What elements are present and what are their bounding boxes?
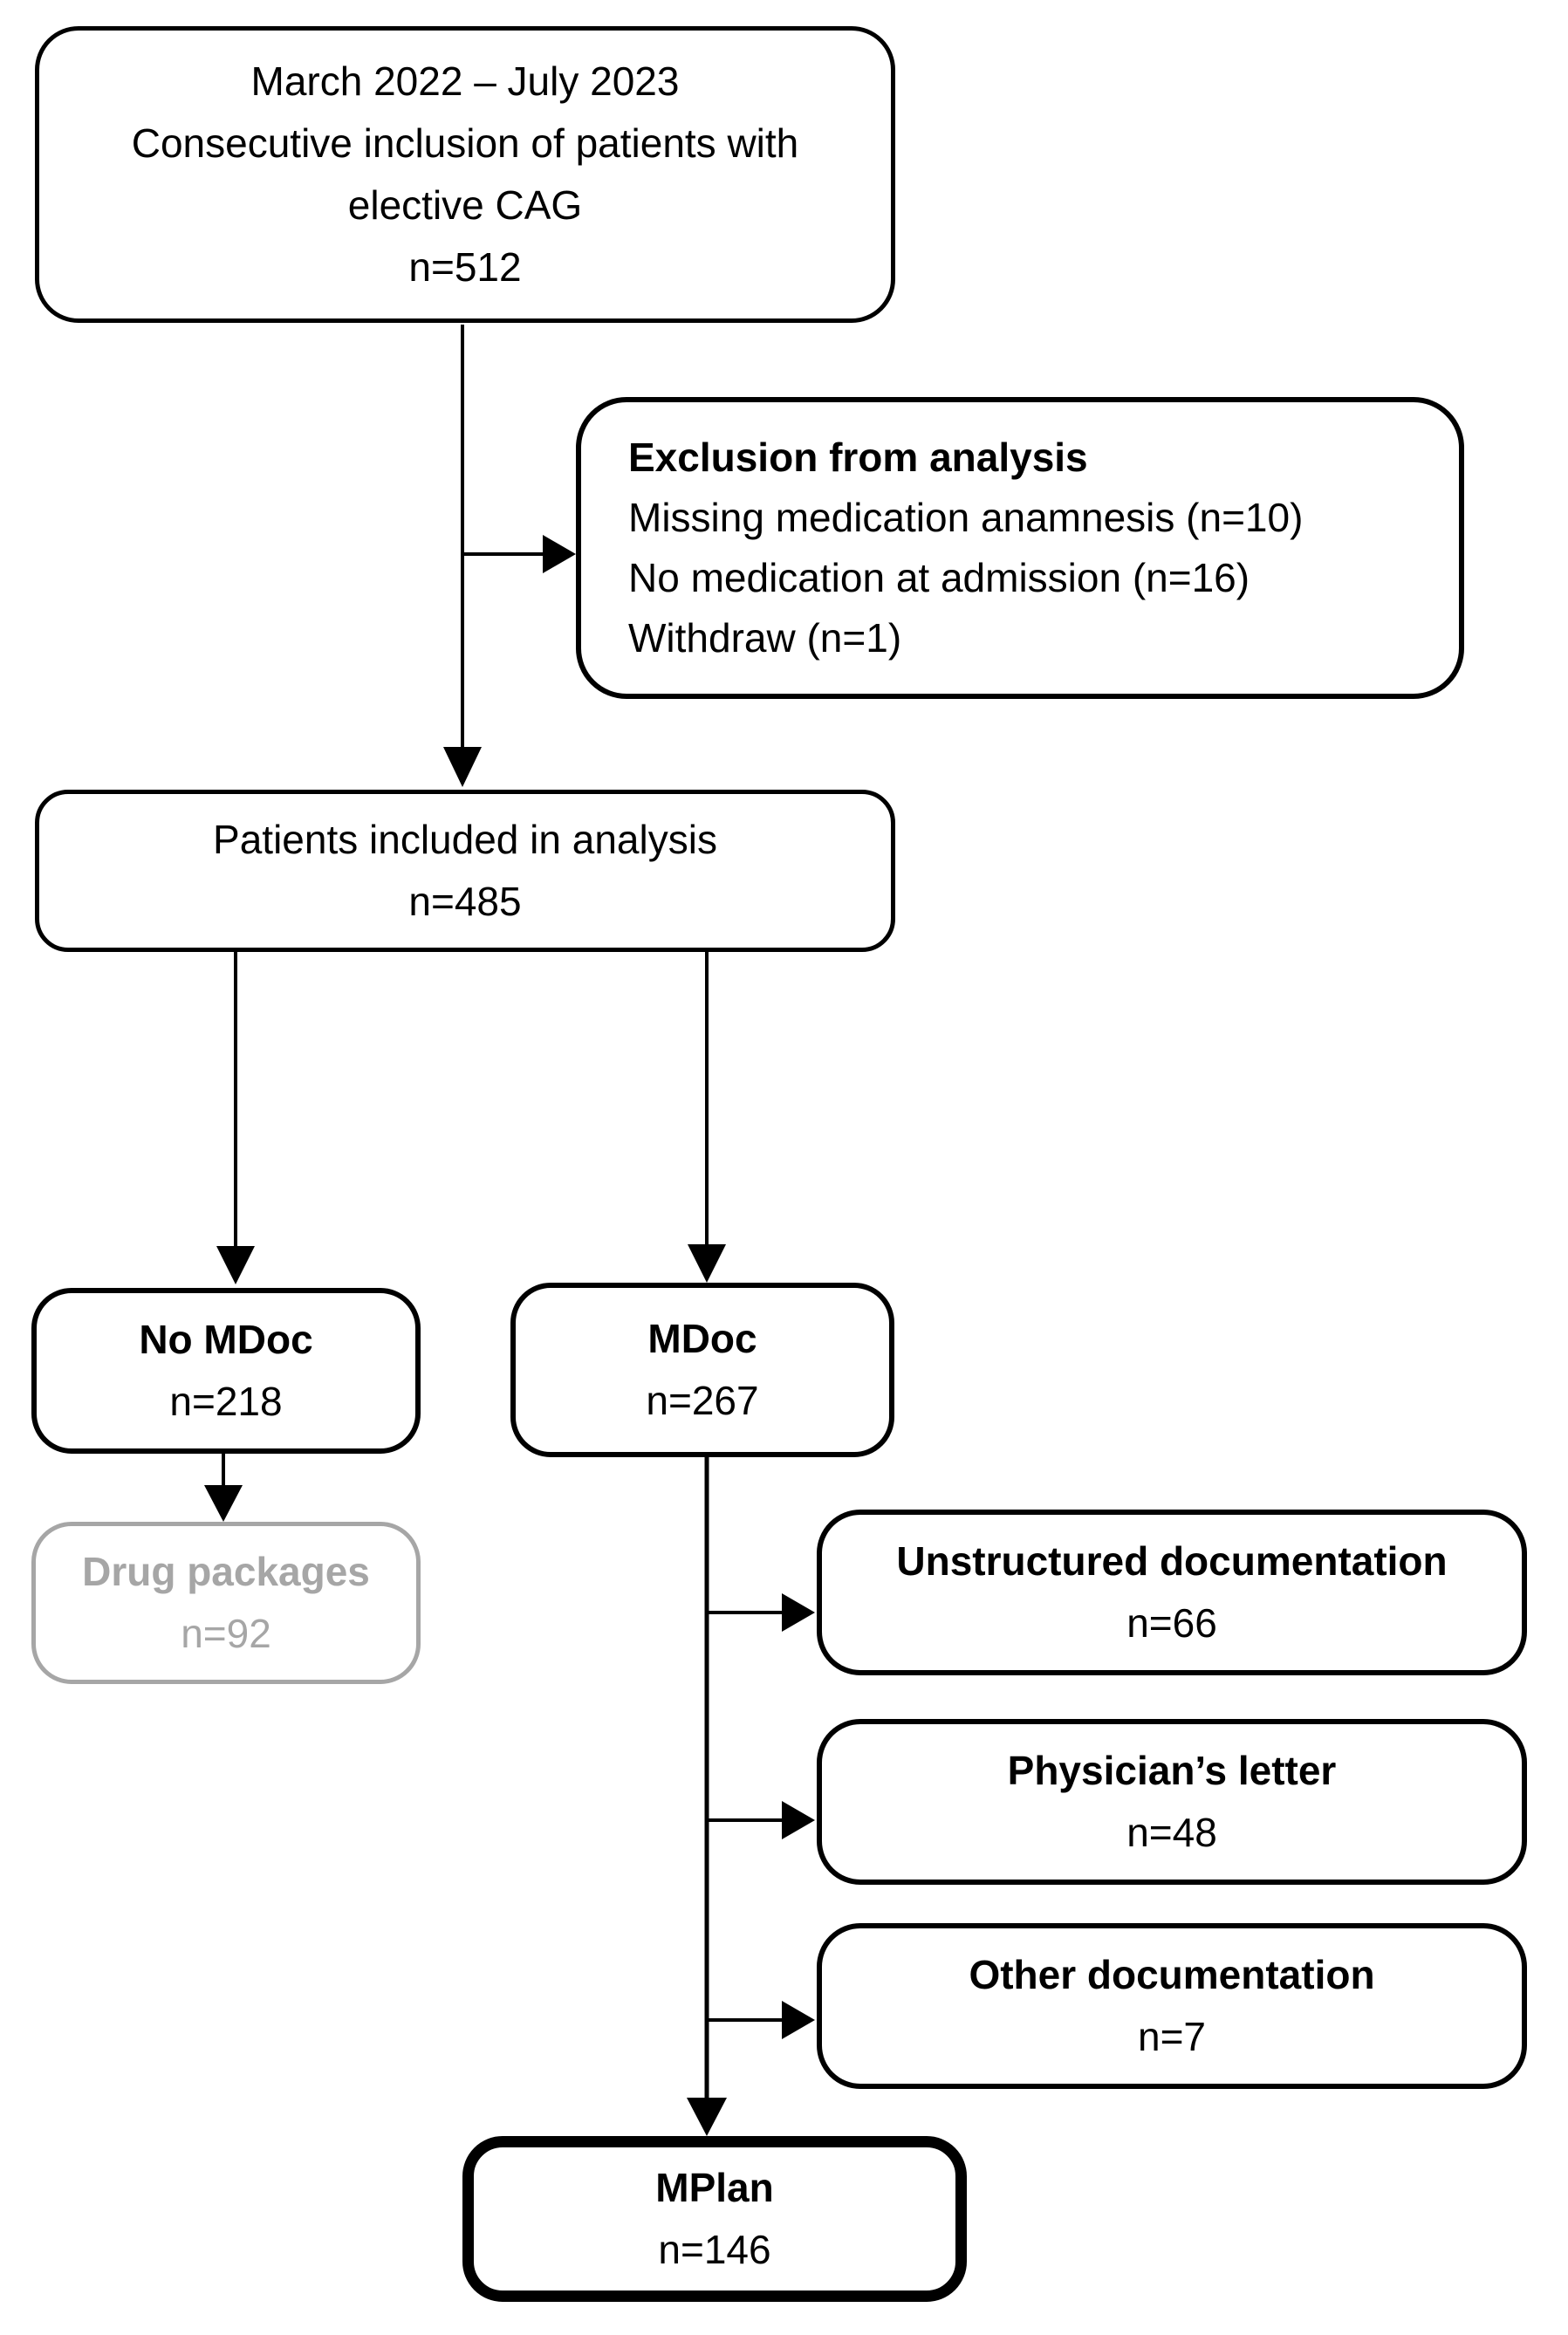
inclusion-line2: Consecutive inclusion of patients with [131, 120, 799, 166]
node-inclusion: March 2022 – July 2023 Consecutive inclu… [35, 26, 895, 323]
arrow-to-physician-head [782, 1801, 815, 1839]
arrow-to-unstructured-head [782, 1593, 815, 1632]
arrow-inclusion-to-included-head [443, 747, 482, 787]
no-mdoc-count: n=218 [169, 1379, 283, 1424]
drug-packages-title: Drug packages [82, 1549, 370, 1594]
inclusion-line3: elective CAG [347, 182, 583, 228]
arrow-included-to-no-mdoc-head [216, 1246, 255, 1284]
mplan-count: n=146 [658, 2227, 771, 2272]
no-mdoc-title: No MDoc [139, 1317, 313, 1362]
inclusion-count: n=512 [408, 244, 522, 290]
mplan-title: MPlan [655, 2165, 774, 2210]
drug-packages-count: n=92 [181, 1611, 271, 1656]
node-unstructured-documentation: Unstructured documentation n=66 [817, 1510, 1527, 1675]
node-physician-letter: Physician’s letter n=48 [817, 1719, 1527, 1885]
mdoc-title: MDoc [647, 1316, 757, 1361]
unstructured-count: n=66 [1126, 1600, 1217, 1646]
exclusion-item: No medication at admission (n=16) [628, 555, 1250, 600]
node-exclusion: Exclusion from analysis Missing medicati… [576, 397, 1464, 699]
arrow-to-other-head [782, 2001, 815, 2039]
exclusion-item: Missing medication anamnesis (n=10) [628, 495, 1304, 540]
other-documentation-title: Other documentation [969, 1952, 1375, 1997]
arrow-mdoc-to-mplan-head [687, 2098, 727, 2136]
included-title: Patients included in analysis [213, 817, 717, 862]
node-mdoc: MDoc n=267 [510, 1283, 894, 1457]
unstructured-title: Unstructured documentation [896, 1538, 1448, 1584]
included-count: n=485 [408, 879, 522, 924]
node-no-mdoc: No MDoc n=218 [31, 1288, 421, 1454]
physician-letter-title: Physician’s letter [1007, 1748, 1337, 1793]
other-documentation-count: n=7 [1137, 2014, 1207, 2059]
inclusion-period: March 2022 – July 2023 [250, 58, 680, 104]
mdoc-count: n=267 [646, 1378, 759, 1423]
arrow-included-to-mdoc-head [688, 1244, 726, 1283]
node-other-documentation: Other documentation n=7 [817, 1923, 1527, 2089]
arrow-no-mdoc-to-drug-head [204, 1485, 243, 1522]
exclusion-item: Withdraw (n=1) [628, 615, 902, 661]
arrow-to-exclusion-head [543, 535, 576, 573]
physician-letter-count: n=48 [1126, 1810, 1217, 1855]
exclusion-title: Exclusion from analysis [628, 435, 1088, 480]
node-drug-packages: Drug packages n=92 [31, 1522, 421, 1684]
node-included: Patients included in analysis n=485 [35, 790, 895, 952]
node-mplan: MPlan n=146 [462, 2136, 967, 2302]
